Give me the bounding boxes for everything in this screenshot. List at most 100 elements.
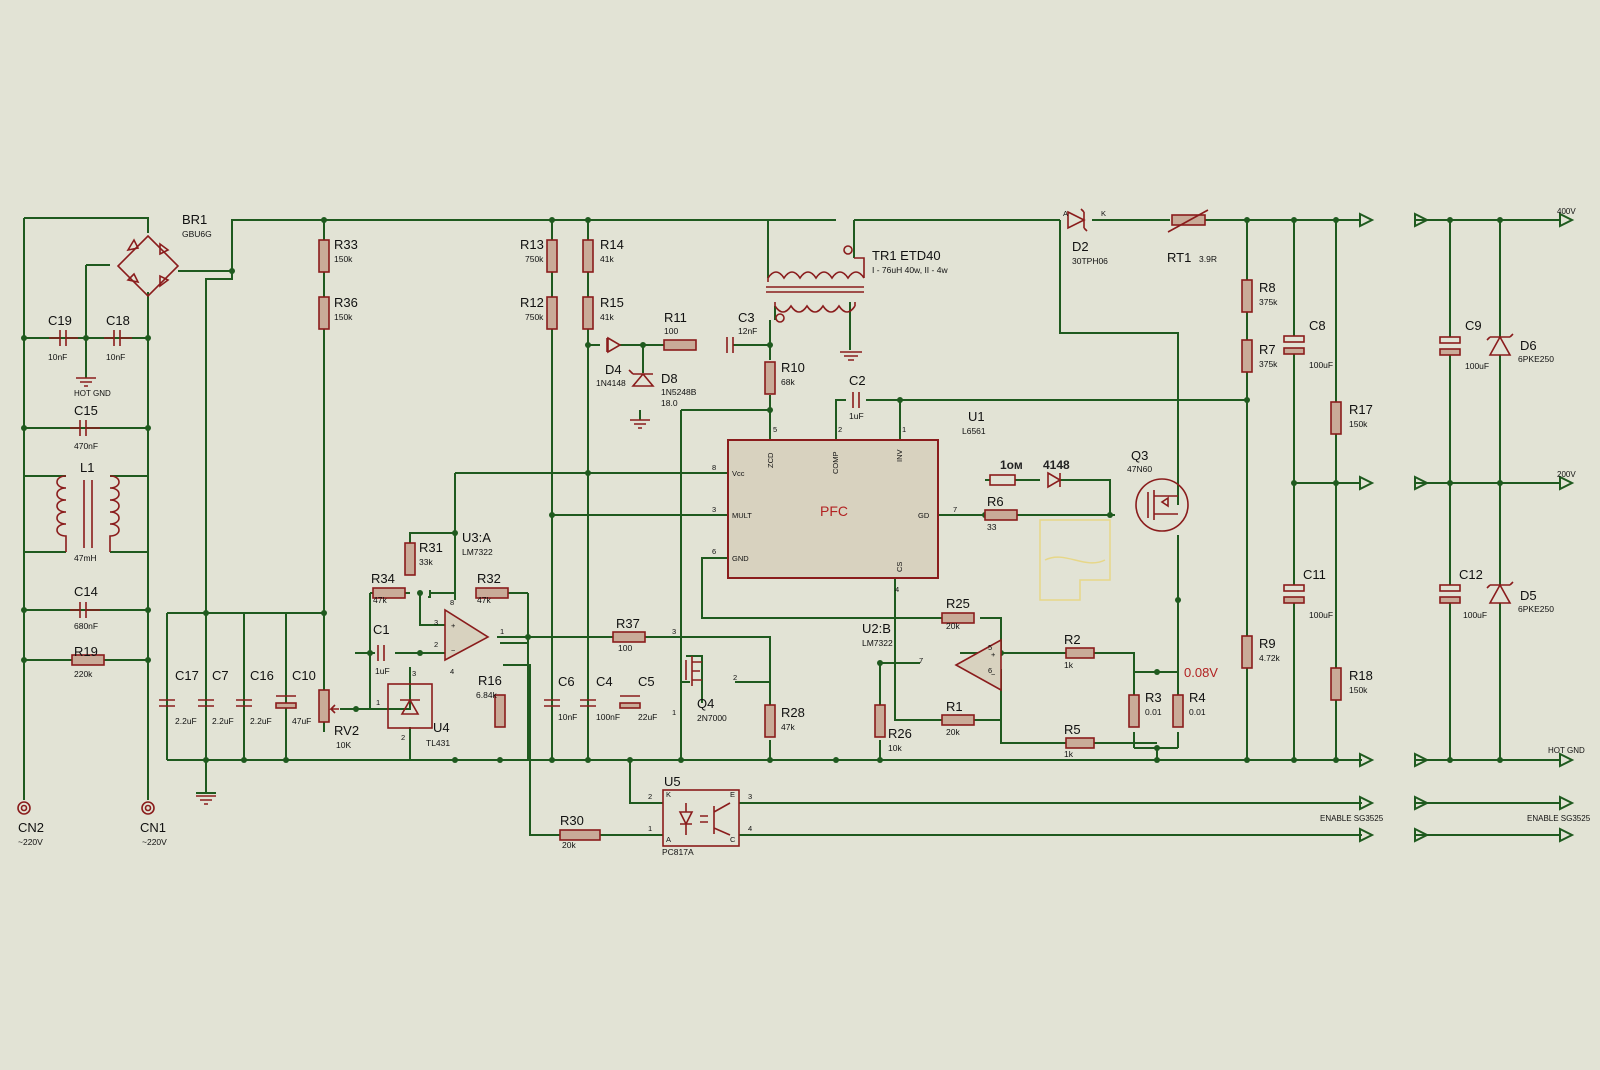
resistor-r2 bbox=[1065, 647, 1095, 659]
pin-number: 4 bbox=[450, 667, 454, 676]
cap-c9 bbox=[1439, 336, 1461, 356]
label-br1-value: GBU6G bbox=[182, 229, 212, 239]
label-r19-value: 220k bbox=[74, 669, 93, 679]
transformer-tr1 bbox=[766, 245, 865, 323]
label-r25-value: 20k bbox=[946, 621, 960, 631]
label-c7-value: 2.2uF bbox=[212, 716, 234, 726]
annotations: 0.08V 1ом 4148 bbox=[1000, 458, 1218, 680]
label-r14-value: 41k bbox=[600, 254, 614, 264]
cap-c12 bbox=[1439, 584, 1461, 604]
label-c1-value: 1uF bbox=[375, 666, 390, 676]
zener-d8 bbox=[628, 369, 655, 387]
label-r7-ref: R7 bbox=[1259, 342, 1276, 357]
diode-d2 bbox=[1067, 208, 1088, 232]
u1-pin-comp: COMP bbox=[831, 452, 840, 475]
pin-number: 6 bbox=[988, 666, 992, 675]
label-c11-value: 100uF bbox=[1309, 610, 1333, 620]
opamp-plus-u2b: + bbox=[991, 650, 996, 659]
label-r12-ref: R12 bbox=[520, 295, 544, 310]
connector-cn1 bbox=[141, 801, 155, 815]
label-d8-value: 1N5248B bbox=[661, 387, 697, 397]
label-cn1-value: ~220V bbox=[142, 837, 167, 847]
pin-d2-cathode: K bbox=[1101, 209, 1106, 218]
resistor-r31 bbox=[404, 542, 416, 576]
resistor-r33 bbox=[318, 239, 330, 273]
pin-number: 2 bbox=[648, 792, 652, 801]
pfc-controller-u1 bbox=[727, 439, 939, 579]
resistor-r15 bbox=[582, 296, 594, 330]
label-r6-value: 33 bbox=[987, 522, 997, 532]
u1-pin-gd: GD bbox=[918, 511, 930, 520]
label-d5-ref: D5 bbox=[1520, 588, 1537, 603]
label-d2-ref: D2 bbox=[1072, 239, 1089, 254]
label-u2b-ref: U2:B bbox=[862, 621, 891, 636]
resistor-r5 bbox=[1065, 737, 1095, 749]
label-d6-value: 6PKE250 bbox=[1518, 354, 1554, 364]
handwritten-diode-note: 4148 bbox=[1043, 458, 1070, 472]
resistor-r36 bbox=[318, 296, 330, 330]
u1-pin-cs: CS bbox=[895, 562, 904, 572]
cap-c16 bbox=[236, 699, 252, 707]
pin-number: 5 bbox=[988, 643, 992, 652]
ic-pin-labels: PFC Vcc MULT GND GD ZCD COMP INV CS bbox=[732, 449, 930, 572]
label-r18-ref: R18 bbox=[1349, 668, 1373, 683]
label-c2-ref: C2 bbox=[849, 373, 866, 388]
u1-pin-zcd: ZCD bbox=[766, 452, 775, 468]
resistor-r4 bbox=[1172, 694, 1184, 728]
label-r17-value: 150k bbox=[1349, 419, 1368, 429]
label-r33-value: 150k bbox=[334, 254, 353, 264]
pin-number: 6 bbox=[712, 547, 716, 556]
label-u3a-ref: U3:A bbox=[462, 530, 491, 545]
label-c4-ref: C4 bbox=[596, 674, 613, 689]
label-tr1-value: I - 76uH 40w, II - 4w bbox=[872, 265, 948, 275]
u1-pin-vcc: Vcc bbox=[732, 469, 745, 478]
pin-number: 1 bbox=[376, 698, 380, 707]
resistor-r26 bbox=[874, 704, 886, 738]
label-d4-ref: D4 bbox=[605, 362, 622, 377]
pin-number: 3 bbox=[748, 792, 752, 801]
label-r28-value: 47k bbox=[781, 722, 795, 732]
label-c19-value: 10nF bbox=[48, 352, 67, 362]
resistor-r14 bbox=[582, 239, 594, 273]
label-r1-value: 20k bbox=[946, 727, 960, 737]
cap-c10 bbox=[275, 695, 297, 709]
shunt-regulator-u4 bbox=[387, 683, 433, 729]
label-c12-value: 100uF bbox=[1463, 610, 1487, 620]
cap-c7 bbox=[198, 699, 214, 707]
label-r12-value: 750k bbox=[525, 312, 544, 322]
label-r15-value: 41k bbox=[600, 312, 614, 322]
label-r4-value: 0.01 bbox=[1189, 707, 1206, 717]
cap-c17 bbox=[159, 699, 175, 707]
pin-number: 2 bbox=[733, 673, 737, 682]
pin-number: 1 bbox=[500, 627, 504, 636]
label-r10-ref: R10 bbox=[781, 360, 805, 375]
cap-c1 bbox=[377, 645, 385, 661]
label-c9-ref: C9 bbox=[1465, 318, 1482, 333]
label-br1-ref: BR1 bbox=[182, 212, 207, 227]
pin-d2-anode: A bbox=[1063, 209, 1068, 218]
cap-c14 bbox=[70, 602, 100, 618]
resistor-r32 bbox=[475, 587, 509, 599]
symbols bbox=[17, 208, 1575, 847]
mosfet-q4 bbox=[685, 656, 702, 686]
label-r2-value: 1k bbox=[1064, 660, 1074, 670]
choke-l1 bbox=[56, 475, 120, 552]
label-c19-ref: C19 bbox=[48, 313, 72, 328]
label-r13-ref: R13 bbox=[520, 237, 544, 252]
label-hot-gnd-left: HOT GND bbox=[74, 389, 111, 398]
opamp-minus-u3a: − bbox=[451, 646, 456, 655]
label-r15-ref: R15 bbox=[600, 295, 624, 310]
label-c3-ref: C3 bbox=[738, 310, 755, 325]
label-r37-ref: R37 bbox=[616, 616, 640, 631]
label-cn2-value: ~220V bbox=[18, 837, 43, 847]
pin-number: 2 bbox=[401, 733, 405, 742]
label-r3-value: 0.01 bbox=[1145, 707, 1162, 717]
u1-pin-mult: MULT bbox=[732, 511, 752, 520]
label-r16-ref: R16 bbox=[478, 673, 502, 688]
label-c5-value: 22uF bbox=[638, 712, 657, 722]
thermistor-rt1 bbox=[1167, 209, 1209, 233]
pin-number: 3 bbox=[412, 669, 416, 678]
label-r10-value: 68k bbox=[781, 377, 795, 387]
label-r4-ref: R4 bbox=[1189, 690, 1206, 705]
pin-u5-e: E bbox=[730, 790, 735, 799]
